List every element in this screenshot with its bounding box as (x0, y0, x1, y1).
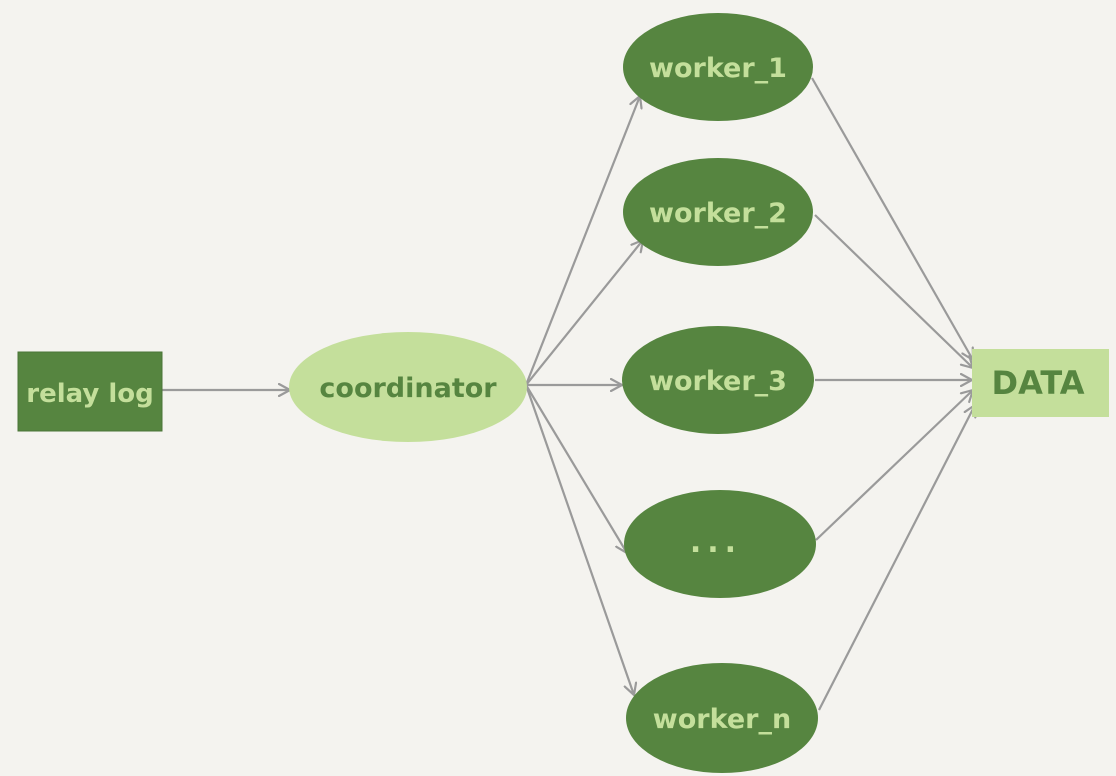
edge-worker-n-to-data (818, 405, 975, 711)
relay-log-label: relay log (26, 379, 154, 409)
worker-n-label: worker_n (653, 704, 791, 735)
edge-worker-1-to-data (811, 77, 973, 360)
worker-3-label: worker_3 (649, 366, 787, 397)
edge-ellipsis-to-data (815, 390, 973, 541)
worker-2-label: worker_2 (649, 198, 787, 229)
edges-group (162, 77, 975, 711)
data-node[interactable]: DATA (972, 349, 1109, 417)
edge-coordinator-to-worker-ellipsis (525, 384, 627, 553)
worker-ellipsis-node[interactable]: ... (624, 490, 816, 598)
edge-coordinator-to-worker-1 (524, 96, 640, 386)
edge-coordinator-to-worker-2 (525, 240, 643, 386)
worker-1-label: worker_1 (649, 53, 787, 84)
worker-2-node[interactable]: worker_2 (623, 158, 813, 266)
relay-log-node[interactable]: relay log (17, 351, 163, 432)
worker-1-node[interactable]: worker_1 (623, 13, 813, 121)
worker-3-node[interactable]: worker_3 (622, 326, 814, 434)
worker-n-node[interactable]: worker_n (626, 663, 818, 773)
worker-ellipsis-label: ... (690, 525, 742, 560)
data-label: DATA (992, 364, 1085, 402)
edge-coordinator-to-worker-n (524, 384, 634, 695)
coordinator-node[interactable]: coordinator (289, 332, 527, 442)
edge-worker-2-to-data (814, 214, 973, 368)
coordinator-label: coordinator (319, 373, 497, 404)
